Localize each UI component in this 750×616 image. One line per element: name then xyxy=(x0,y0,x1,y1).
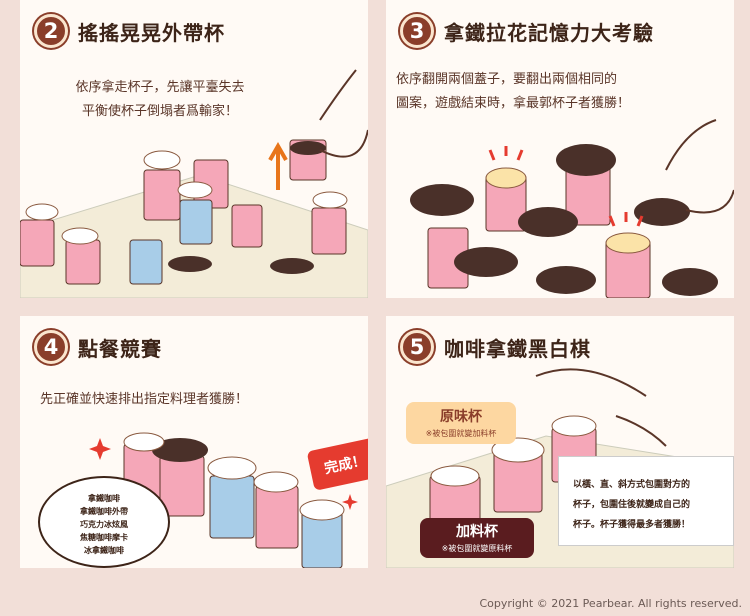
rule-line: 以橫、直、斜方式包圍對方的 xyxy=(573,480,691,490)
step-number-badge: 4 xyxy=(34,330,68,364)
step-number-badge: 3 xyxy=(400,14,434,48)
order-item: 拿鐵咖啡 xyxy=(88,494,120,503)
panel-header: 2 搖搖晃晃外帶杯 xyxy=(34,14,225,48)
desc-line: 圖案，遊戲結束時，拿最郭杯子者獲勝！ xyxy=(396,96,631,111)
panel-title: 咖啡拿鐵黑白棋 xyxy=(444,336,591,361)
panel-header: 4 點餐競賽 xyxy=(34,330,162,364)
panel-order-race: 4 點餐競賽 先正確並快速排出指定料理者獲勝！ 完成！ 拿鐵咖啡 拿鐵咖啡外帶 … xyxy=(20,316,368,568)
panel-wobbly-takeaway-cups: 2 搖搖晃晃外帶杯 依序拿走杯子，先讓平臺失去 平衡使杯子倒塌者爲輸家！ xyxy=(20,0,368,298)
order-item: 拿鐵咖啡外帶 xyxy=(80,507,128,516)
tag-title: 加料杯 xyxy=(456,524,498,540)
panel-header: 5 咖啡拿鐵黑白棋 xyxy=(400,330,591,364)
step-number-badge: 2 xyxy=(34,14,68,48)
order-item: 焦糖咖啡摩卡 xyxy=(80,533,128,542)
tag-subtitle: ※被包圍就變加料杯 xyxy=(425,429,497,438)
panel-description: 先正確並快速排出指定料理者獲勝！ xyxy=(40,392,249,407)
topping-cup-tag: 加料杯 ※被包圍就變原料杯 xyxy=(420,518,534,558)
stacking-cups-illustration xyxy=(20,69,368,298)
memory-cups-illustration xyxy=(410,119,734,298)
panel-header: 3 拿鐵拉花記憶力大考驗 xyxy=(400,14,654,48)
panel-description: 依序翻開兩個蓋子，要翻出兩個相同的 圖案，遊戲結束時，拿最郭杯子者獲勝！ xyxy=(396,68,706,116)
panel-title: 拿鐵拉花記憶力大考驗 xyxy=(444,20,654,45)
panel-latte-reversi: 5 咖啡拿鐵黑白棋 原味杯 ※被包圍就變加料杯 加料杯 ※被包圍就變原料杯 以橫… xyxy=(386,316,734,568)
tag-subtitle: ※被包圍就變原料杯 xyxy=(441,544,513,553)
order-item: 冰拿鐵咖啡 xyxy=(84,546,124,555)
panel-latte-art-memory: 3 拿鐵拉花記憶力大考驗 依序翻開兩個蓋子，要翻出兩個相同的 圖案，遊戲結束時，… xyxy=(386,0,734,298)
panel-description: 依序拿走杯子，先讓平臺失去 平衡使杯子倒塌者爲輸家！ xyxy=(40,76,280,124)
desc-line: 平衡使杯子倒塌者爲輸家！ xyxy=(81,104,238,119)
copyright-notice: Copyright © 2021 Pearbear. All rights re… xyxy=(479,597,742,610)
panel-title: 點餐競賽 xyxy=(78,336,162,361)
rule-line: 杯子。杯子獲得最多者獲勝！ xyxy=(573,520,691,530)
order-item: 巧克力冰炫風 xyxy=(80,520,128,529)
original-cup-tag: 原味杯 ※被包圍就變加料杯 xyxy=(406,402,516,444)
panel-title: 搖搖晃晃外帶杯 xyxy=(78,20,225,45)
rule-line: 杯子，包圍住後就變成自己的 xyxy=(573,500,691,510)
step-number-badge: 5 xyxy=(400,330,434,364)
desc-line: 依序翻開兩個蓋子，要翻出兩個相同的 xyxy=(396,72,618,87)
desc-line: 依序拿走杯子，先讓平臺失去 xyxy=(75,80,245,95)
rules-box: 以橫、直、斜方式包圍對方的 杯子，包圍住後就變成自己的 杯子。杯子獲得最多者獲勝… xyxy=(558,456,734,546)
order-race-illustration xyxy=(89,432,358,568)
tag-title: 原味杯 xyxy=(440,409,482,425)
order-list-bubble: 拿鐵咖啡 拿鐵咖啡外帶 巧克力冰炫風 焦糖咖啡摩卡 冰拿鐵咖啡 xyxy=(38,476,170,568)
